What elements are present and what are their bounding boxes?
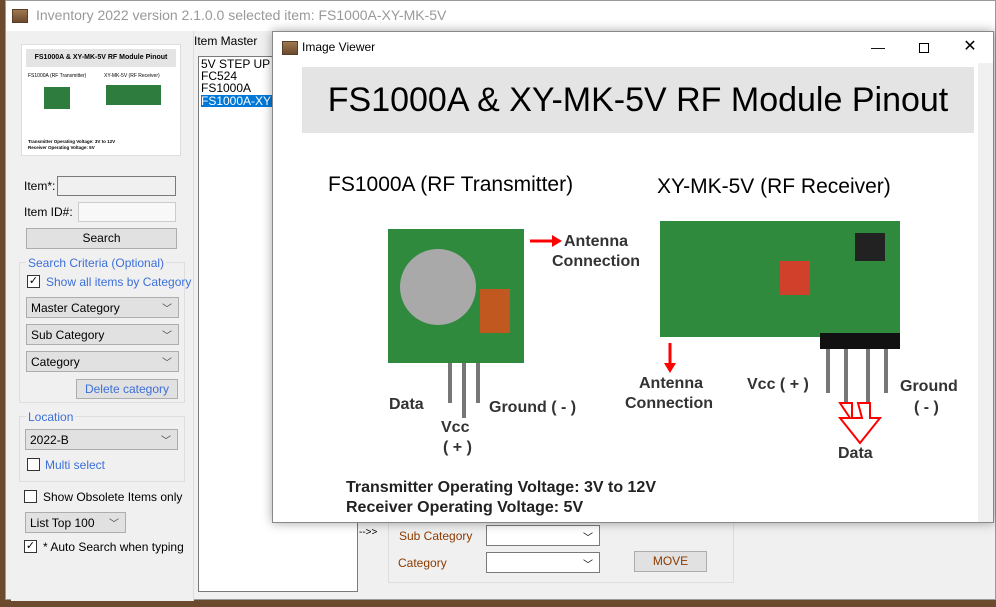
list-top-select[interactable]: List Top 100 ﹀ <box>25 512 126 533</box>
thumb-rx-board <box>106 85 161 105</box>
location-title: Location <box>26 410 76 424</box>
tx-vcc-plus: ( + ) <box>443 439 472 456</box>
master-category-select[interactable]: Master Category ﹀ <box>26 297 179 318</box>
close-icon: ✕ <box>963 38 977 55</box>
show-all-checkbox[interactable]: ✓ <box>27 275 40 288</box>
thumb-rx: XY-MK-5V (RF Receiver) <box>104 73 160 79</box>
multi-select-checkbox[interactable] <box>27 458 40 471</box>
minimize-button[interactable]: — <box>855 32 901 62</box>
antenna-connection-rx: Connection <box>625 395 713 412</box>
chevron-down-icon: ﹀ <box>583 560 593 571</box>
search-criteria-title: Search Criteria (Optional) <box>26 256 167 270</box>
category-value: Category <box>31 355 80 369</box>
move-category-select[interactable]: ﹀ <box>486 552 600 573</box>
rx-ground-minus: ( - ) <box>914 399 939 416</box>
data-arrow-icon <box>837 402 883 445</box>
main-title-bar: Inventory 2022 version 2.1.0.0 selected … <box>6 1 995 31</box>
chevron-down-icon: ﹀ <box>162 331 172 342</box>
multi-select-label[interactable]: Multi select <box>45 458 106 472</box>
thumb-rx-voltage: Receiver Operating Voltage: 5V <box>28 145 95 150</box>
search-button[interactable]: Search <box>26 228 177 249</box>
arrow-head-icon <box>552 235 562 247</box>
tx-coil <box>480 289 510 333</box>
rx-coil <box>780 261 810 295</box>
sidebar: FS1000A & XY-MK-5V RF Module Pinout FS10… <box>11 31 194 601</box>
viewer-image: FS1000A & XY-MK-5V RF Module Pinout FS10… <box>280 63 977 522</box>
list-item[interactable]: FS1000A <box>201 81 252 95</box>
move-sub-category-label: Sub Category <box>399 529 473 543</box>
tx-heading: FS1000A (RF Transmitter) <box>328 173 574 196</box>
list-item[interactable]: 5V STEP UP <box>201 57 271 71</box>
maximize-button[interactable] <box>901 32 947 62</box>
close-button[interactable]: ✕ <box>947 32 993 62</box>
item-image-thumbnail[interactable]: FS1000A & XY-MK-5V RF Module Pinout FS10… <box>21 44 181 156</box>
tx-ground-label: Ground ( - ) <box>489 399 577 416</box>
rx-chip <box>855 233 885 261</box>
chevron-down-icon: ﹀ <box>109 519 119 530</box>
viewer-title-bar[interactable]: Image Viewer — ✕ <box>273 32 993 63</box>
rx-heading: XY-MK-5V (RF Receiver) <box>657 175 891 198</box>
chevron-down-icon: ﹀ <box>162 304 172 315</box>
image-title: FS1000A & XY-MK-5V RF Module Pinout <box>302 67 974 133</box>
thumb-tx-board <box>44 87 70 109</box>
item-id-label: Item ID#: <box>24 205 73 219</box>
item-input[interactable] <box>57 176 176 196</box>
tx-data-label: Data <box>389 396 424 413</box>
item-label: Item*: <box>24 179 56 193</box>
antenna-label-rx: Antenna <box>639 375 703 392</box>
list-top-value: List Top 100 <box>30 516 95 530</box>
rx-vcc-label: Vcc ( + ) <box>747 376 809 393</box>
tx-voltage-text: Transmitter Operating Voltage: 3V to 12V <box>346 479 656 496</box>
category-select[interactable]: Category ﹀ <box>26 351 179 372</box>
move-category-label: Category <box>398 556 447 570</box>
rx-header <box>820 333 900 349</box>
location-group <box>19 416 185 482</box>
maximize-icon <box>919 43 929 54</box>
list-item-selected[interactable]: FS1000A-XY <box>201 94 274 108</box>
location-select[interactable]: 2022-B ﹀ <box>25 429 178 450</box>
module-illustration <box>388 221 900 445</box>
chevron-down-icon: ﹀ <box>583 533 593 544</box>
chevron-down-icon: ﹀ <box>162 358 172 369</box>
app-icon <box>282 41 298 55</box>
main-window-title: Inventory 2022 version 2.1.0.0 selected … <box>36 7 447 23</box>
thumb-tx: FS1000A (RF Transmitter) <box>28 73 87 79</box>
thumb-title: FS1000A & XY-MK-5V RF Module Pinout <box>26 49 176 67</box>
antenna-connection-tx: Connection <box>552 253 640 270</box>
show-all-label[interactable]: Show all items by Category <box>46 275 192 289</box>
tx-crystal <box>400 249 476 325</box>
sub-category-select[interactable]: Sub Category ﹀ <box>26 324 179 345</box>
image-viewer-window: Image Viewer — ✕ FS1000A & XY-MK-5V RF M… <box>272 31 994 523</box>
sub-category-value: Sub Category <box>31 328 105 342</box>
move-button[interactable]: MOVE <box>634 551 707 572</box>
rx-data-label: Data <box>838 445 873 462</box>
list-item[interactable]: FC524 <box>201 69 238 83</box>
item-id-input[interactable] <box>78 202 176 222</box>
obsolete-label[interactable]: Show Obsolete Items only <box>43 490 183 504</box>
auto-search-label[interactable]: * Auto Search when typing <box>43 540 184 554</box>
obsolete-checkbox[interactable] <box>24 490 37 503</box>
move-sub-category-select[interactable]: ﹀ <box>486 525 600 546</box>
viewer-title: Image Viewer <box>302 40 376 54</box>
antenna-label-tx: Antenna <box>564 233 628 250</box>
arrow-head-icon <box>664 363 676 373</box>
minimize-icon: — <box>871 39 885 55</box>
move-arrow: -->> <box>359 527 378 538</box>
master-category-value: Master Category <box>31 301 120 315</box>
item-master-title: Item Master <box>194 34 258 48</box>
tx-vcc-label: Vcc <box>441 419 470 436</box>
chevron-down-icon: ﹀ <box>161 436 171 447</box>
thumb-tx-voltage: Transmitter Operating Voltage: 3V to 12V <box>28 139 116 144</box>
viewer-scrollbar[interactable] <box>978 63 993 522</box>
auto-search-checkbox[interactable]: ✓ <box>24 540 37 553</box>
rx-voltage-text: Receiver Operating Voltage: 5V <box>346 499 584 516</box>
app-icon <box>12 9 28 23</box>
delete-category-button[interactable]: Delete category <box>76 379 178 399</box>
location-value: 2022-B <box>30 433 69 447</box>
rx-ground-label: Ground <box>900 378 958 395</box>
